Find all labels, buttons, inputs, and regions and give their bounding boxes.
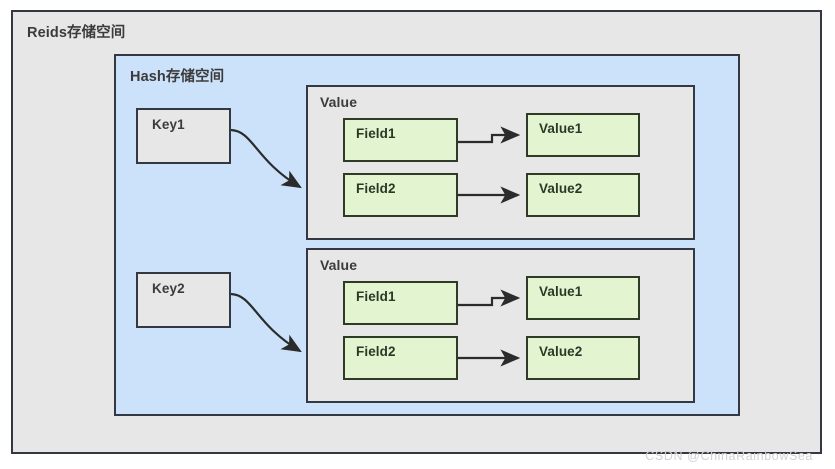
hash-storage-title: Hash存储空间 [130, 69, 225, 85]
value-label-2-2: Value2 [539, 344, 583, 359]
value-container-title-1: Value [320, 94, 358, 110]
key-label-1: Key1 [152, 117, 185, 132]
field-box-1-1: Field1 [343, 118, 458, 162]
field-box-2-2: Field2 [343, 336, 458, 380]
key-box-1: Key1 [136, 108, 231, 164]
redis-storage-title: Reids存储空间 [27, 25, 126, 41]
key-box-2: Key2 [136, 272, 231, 328]
value-label-1-1: Value1 [539, 121, 583, 136]
watermark: CSDN @ChinaRainbowSea [645, 449, 813, 463]
value-box-1-1: Value1 [526, 113, 640, 157]
value-box-2-1: Value1 [526, 276, 640, 320]
field-label-1-2: Field2 [356, 181, 396, 196]
value-label-2-1: Value1 [539, 284, 583, 299]
field-label-2-1: Field1 [356, 289, 396, 304]
key-label-2: Key2 [152, 281, 185, 296]
value-box-2-2: Value2 [526, 336, 640, 380]
value-label-1-2: Value2 [539, 181, 583, 196]
field-label-2-2: Field2 [356, 344, 396, 359]
field-box-2-1: Field1 [343, 281, 458, 325]
value-container-title-2: Value [320, 257, 358, 273]
field-box-1-2: Field2 [343, 173, 458, 217]
field-label-1-1: Field1 [356, 126, 396, 141]
value-box-1-2: Value2 [526, 173, 640, 217]
